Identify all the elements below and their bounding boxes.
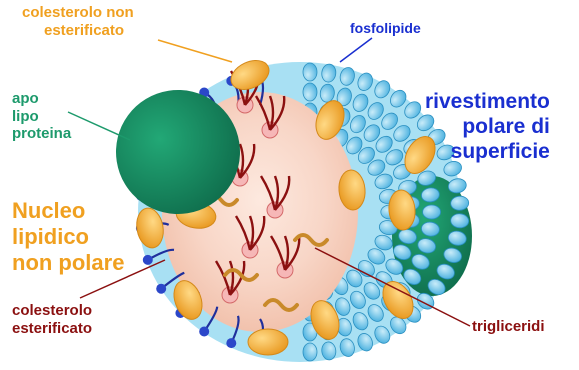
phospholipid-head [303, 63, 317, 81]
label-colesterolo-esterificato: colesterolo esterificato [12, 302, 92, 337]
phospholipid-head-dark [199, 327, 209, 337]
label-trigliceridi: trigliceridi [472, 318, 545, 336]
cholesterol-molecule [248, 329, 288, 355]
phospholipid-head-dark [226, 338, 236, 348]
pointer-colesterolo-non [158, 40, 232, 62]
pointer-fosfolipide [340, 38, 372, 62]
label-apolipoproteina: apo lipo proteina [12, 90, 71, 143]
label-fosfolipide: fosfolipide [350, 20, 421, 37]
label-colesterolo-non-esterificato: colesterolo non esterificato [22, 4, 134, 39]
label-rivestimento: rivestimento polare di superficie [425, 90, 550, 164]
phospholipid-head [423, 205, 441, 219]
pointer-apo [68, 112, 130, 140]
phospholipid-head-dark [156, 284, 166, 294]
phospholipid-head-dark [143, 255, 153, 265]
phospholipid-head [303, 343, 317, 361]
phospholipid-head [303, 83, 317, 101]
label-nucleo: Nucleo lipidico non polare [12, 198, 124, 276]
